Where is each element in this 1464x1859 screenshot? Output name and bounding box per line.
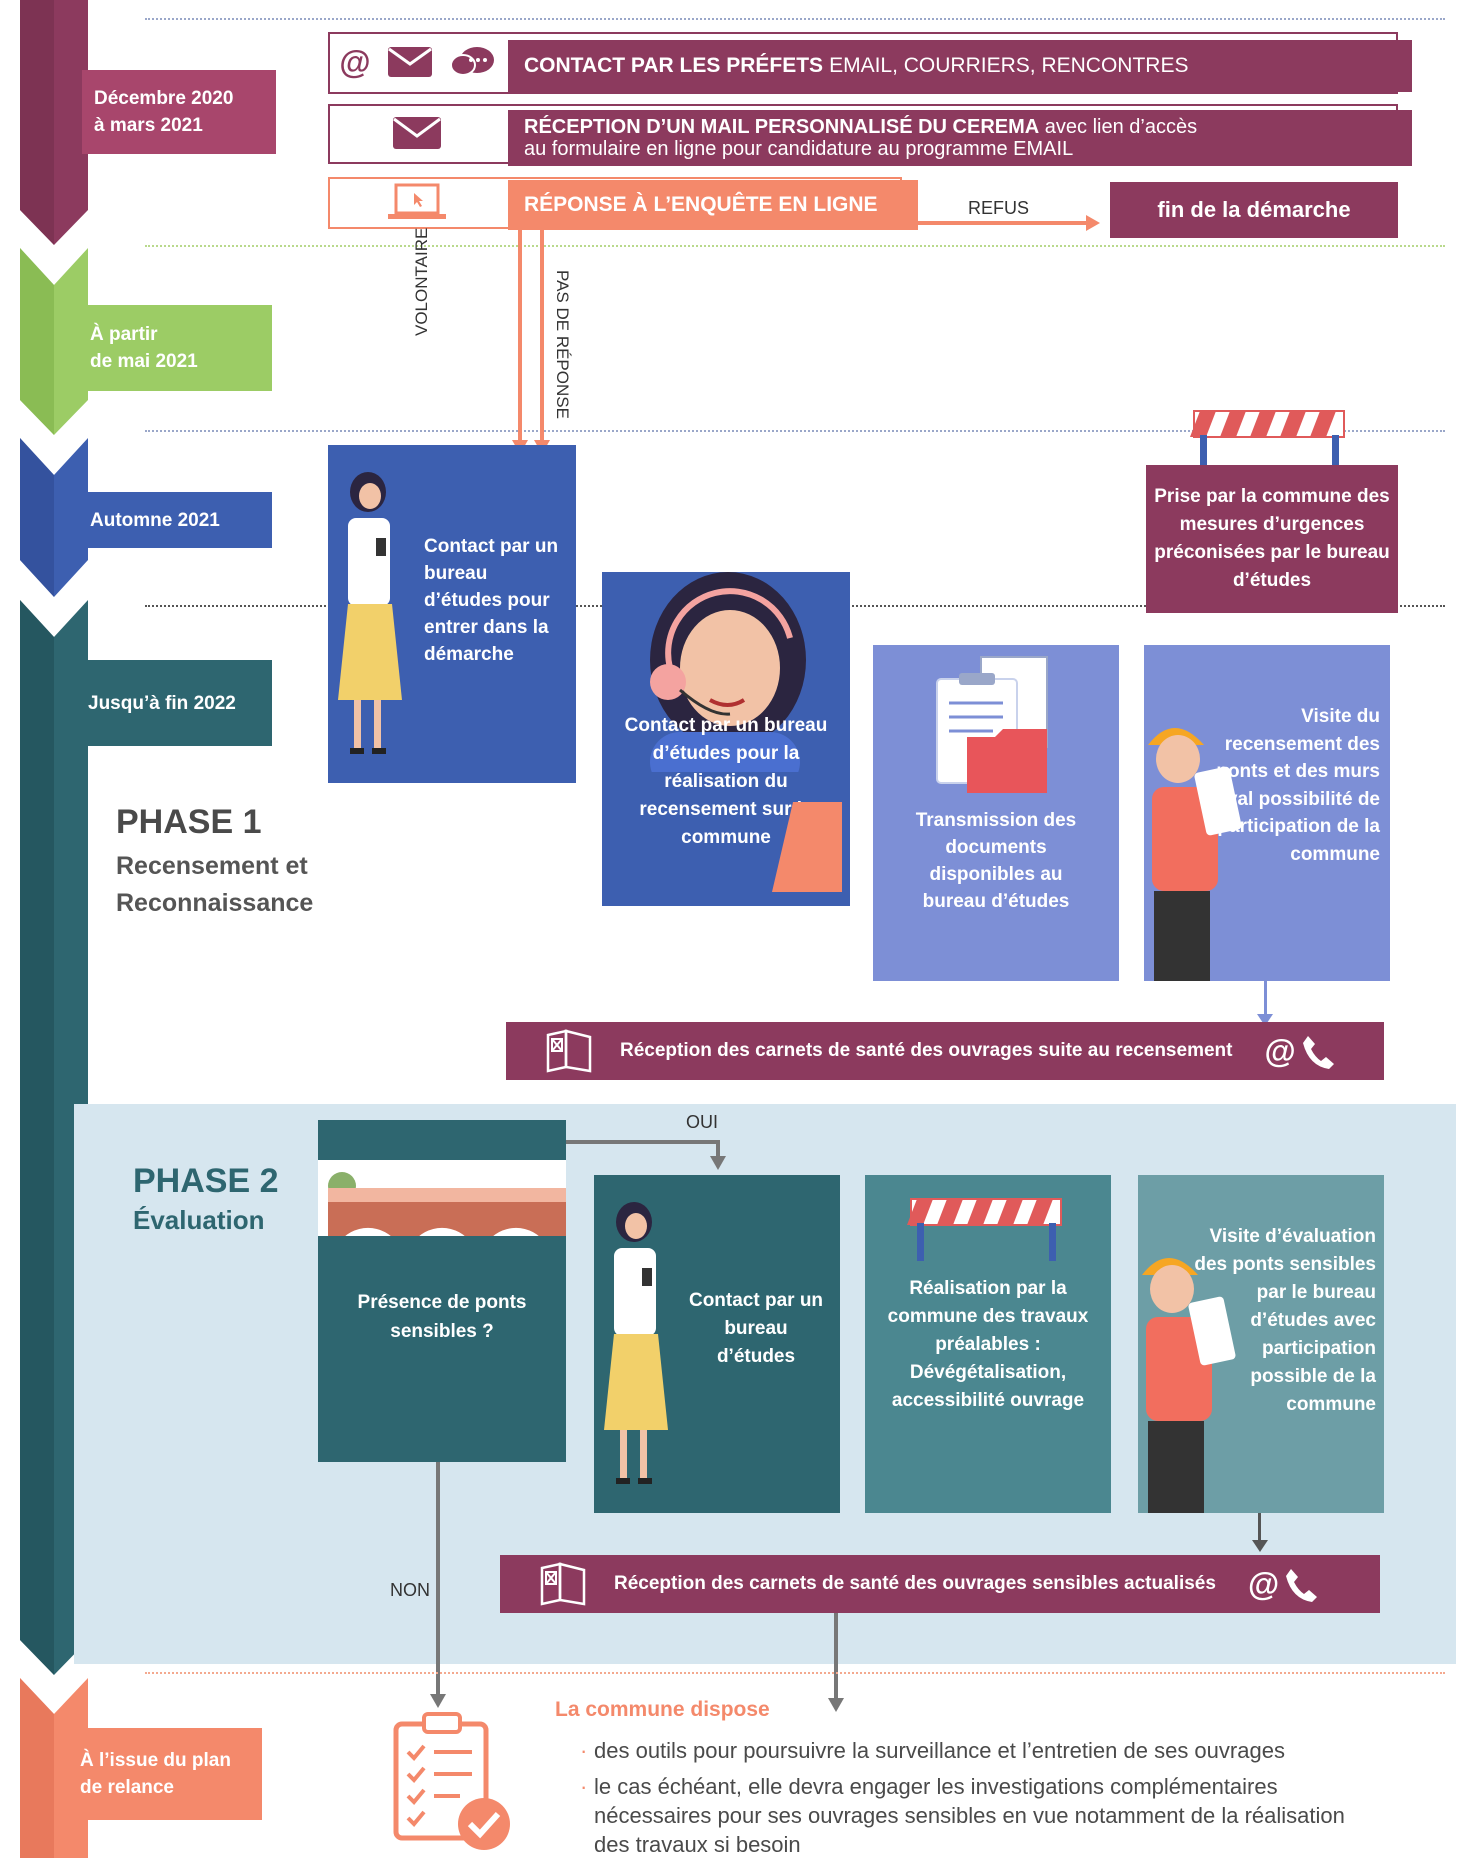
end-box: fin de la démarche: [1110, 182, 1398, 238]
card1-text: Contact par un bureau d’études pour entr…: [424, 536, 559, 665]
refus-arrow-head: [1086, 215, 1100, 231]
step1-icons: @: [332, 36, 502, 88]
checklist-icon: [393, 1712, 510, 1850]
pas-reponse-label: PAS DE RÉPONSE: [553, 270, 572, 419]
step2-bar: RÉCEPTION D’UN MAIL PERSONNALISÉ DU CERE…: [508, 110, 1412, 166]
card2-text: Contact par un bureau d’études pour la r…: [624, 715, 828, 848]
separator-2: [145, 245, 1445, 247]
period-label-3: Automne 2021: [78, 492, 272, 548]
phase2-question-card: Présence de ponts sensibles ?: [318, 1120, 566, 1462]
oui-label: OUI: [686, 1112, 719, 1132]
step3-title: RÉPONSE À L’ENQUÊTE EN LIGNE: [524, 193, 878, 216]
outcome-item1: · des outils pour poursuivre la surveill…: [580, 1736, 1374, 1766]
book-icon: [540, 1562, 586, 1606]
refus-arrow-line: [902, 221, 1088, 225]
phase1-card3: Transmission des documents disponibles a…: [873, 645, 1119, 981]
phase1-title: PHASE 1: [116, 803, 262, 841]
bullet-icon: ·: [580, 1738, 588, 1763]
urgent-measures-card: Prise par la commune des mesures d’urgen…: [1146, 465, 1398, 613]
oui-arrow: [710, 1156, 726, 1170]
outcome-item2: · le cas échéant, elle devra engager les…: [580, 1774, 1345, 1857]
separator-3: [145, 430, 1445, 432]
worker-icon: [1148, 728, 1242, 981]
non-arrow: [430, 1694, 446, 1708]
call-center-woman-icon: [650, 572, 806, 772]
phase2-reception-text: Réception des carnets de santé des ouvra…: [614, 1573, 1216, 1594]
step2-detail2: au formulaire en ligne pour candidature …: [524, 138, 1074, 160]
barrier-icon-2: [907, 1198, 1062, 1261]
non-label: NON: [390, 1580, 430, 1600]
phone-icon: [1302, 1036, 1334, 1069]
phase2-subtitle: Évaluation: [133, 1205, 265, 1235]
phase1-card4: Visite du recensement des ponts et des m…: [1144, 645, 1390, 981]
p2-card3-down-line: [1258, 1513, 1261, 1543]
documents-folder-icon: [936, 656, 1048, 793]
step3-icons: [332, 181, 502, 223]
volontaire-label: VOLONTAIRE: [412, 227, 431, 336]
non-line: [436, 1462, 440, 1696]
p2-card2-text: Réalisation par la commune des travaux p…: [887, 1278, 1089, 1411]
outcome-title: La commune dispose: [555, 1698, 770, 1721]
reception2-down-arrow: [828, 1698, 844, 1712]
period-label-1: Décembre 2020 à mars 2021: [82, 70, 276, 154]
woman-phone-icon: [338, 472, 402, 754]
book-icon: [546, 1029, 592, 1073]
step2-title: RÉCEPTION D’UN MAIL PERSONNALISÉ DU CERE…: [524, 116, 1040, 138]
p2-card3-text: Visite d’évaluation des ponts sensibles …: [1194, 1226, 1376, 1415]
phase1-subtitle: Recensement et Reconnaissance: [116, 852, 314, 917]
step1-bar: CONTACT PAR LES PRÉFETS EMAIL, COURRIERS…: [508, 40, 1412, 92]
card4-text: Visite du recensement des ponts et des m…: [1216, 706, 1380, 865]
volontaire-line: [518, 230, 522, 440]
timeline-arrow: [20, 0, 88, 1858]
separator-top: [145, 18, 1445, 20]
phase2-reception-bar: Réception des carnets de santé des ouvra…: [500, 1555, 1380, 1613]
phase1-reception-text: Réception des carnets de santé des ouvra…: [620, 1040, 1233, 1061]
phase2-title: PHASE 2: [133, 1162, 279, 1200]
oui-line-h: [566, 1140, 720, 1144]
at-icon: @: [1247, 1565, 1280, 1602]
woman-phone-icon-2: [604, 1202, 668, 1484]
phase2-card3: Visite d’évaluation des ponts sensibles …: [1138, 1175, 1384, 1513]
envelope-icon: [393, 117, 441, 149]
at-icon: @: [1264, 1032, 1296, 1069]
worker-icon-2: [1142, 1258, 1236, 1513]
reception2-down-line: [834, 1613, 838, 1699]
bridge-icon: [318, 1160, 566, 1244]
end-label: fin de la démarche: [1157, 197, 1351, 222]
step2-icons: [332, 108, 502, 158]
step1-title: CONTACT PAR LES PRÉFETS: [524, 54, 824, 77]
p2-card1-text: Contact par un bureau d’études: [688, 1290, 824, 1367]
phase1-card2: Contact par un bureau d’études pour la r…: [602, 572, 850, 906]
refus-label: REFUS: [968, 198, 1030, 218]
period-label-5: À l’issue du plan de relance: [68, 1728, 262, 1820]
period-label-4: Jusqu’à fin 2022: [76, 660, 272, 746]
pas-reponse-line: [540, 230, 544, 440]
phone-icon: [1286, 1569, 1318, 1602]
at-icon: @: [339, 43, 371, 80]
step3-bar: RÉPONSE À L’ENQUÊTE EN LIGNE: [508, 180, 918, 230]
card4-down-line: [1264, 981, 1267, 1017]
phase2-card2: Réalisation par la commune des travaux p…: [865, 1175, 1111, 1513]
separator-5: [145, 1672, 1445, 1674]
phase1-reception-bar: Réception des carnets de santé des ouvra…: [506, 1022, 1384, 1080]
step2-detail: avec lien d’accès: [1044, 116, 1198, 138]
period-label-2: À partir de mai 2021: [78, 305, 272, 391]
barrier-icon: [1190, 410, 1345, 473]
p2-card3-down-arrow: [1252, 1540, 1268, 1552]
question-text: Présence de ponts sensibles ?: [357, 1292, 527, 1342]
bullet-icon: ·: [580, 1774, 588, 1799]
step1-detail: EMAIL, COURRIERS, RENCONTRES: [829, 54, 1189, 77]
oui-line-v: [716, 1140, 720, 1158]
envelope-icon: [387, 47, 432, 77]
chat-icon: [449, 47, 494, 76]
laptop-icon: [388, 183, 446, 219]
card3-text: Transmission des documents disponibles a…: [915, 810, 1077, 912]
